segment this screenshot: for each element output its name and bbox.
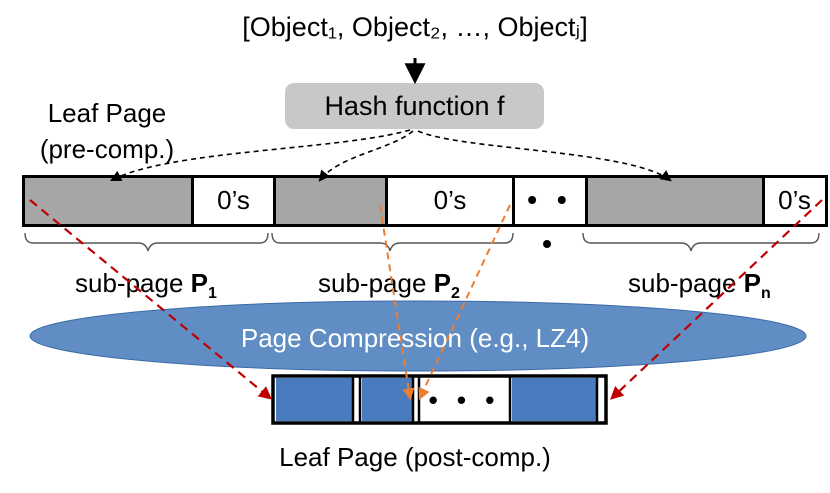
post-comp-ellipsis: • • • [428, 385, 501, 415]
subpage-1-zeros: 0’s [191, 178, 273, 224]
object-list: [Object₁, Object₂, …, Objectⱼ] [242, 12, 588, 42]
subpage-n-label: sub-page Pn [628, 268, 771, 309]
hash-arrow-subpage-n [417, 130, 672, 182]
leaf-page-pre-comp-label: Leaf Page (pre-comp.) [22, 95, 192, 167]
subpage-2-prefix: sub-page [318, 268, 434, 298]
subpage-2-index: 2 [451, 285, 460, 303]
subpage-n-name: P [743, 268, 761, 298]
subpage-n-index: n [761, 285, 771, 303]
hash-function-box: Hash function f [285, 83, 544, 129]
pre-comp-ellipsis: • • • [512, 178, 585, 259]
leaf-page-pre-comp-bar: 0’s 0’s • • • 0’s [22, 175, 828, 259]
hash-arrow-subpage-1 [110, 129, 411, 182]
compressed-subpage-1 [276, 378, 353, 421]
subpage-1-index: 1 [208, 285, 217, 303]
subpage-2-name: P [433, 268, 451, 298]
leaf-page-pre-title: Leaf Page [47, 98, 167, 128]
compressed-subpage-2 [362, 378, 412, 421]
subpage-n-prefix: sub-page [628, 268, 744, 298]
subpage-n-data [585, 178, 762, 224]
leaf-page-post-comp-label: Leaf Page (post-comp.) [279, 442, 551, 472]
orange-arrow-subpage-2-data [379, 204, 415, 401]
compressed-subpage-n [512, 378, 596, 421]
red-arrow-subpage-n [610, 199, 823, 400]
leaf-page-pre-subtitle: (pre-comp.) [39, 134, 175, 164]
subpage-2-zeros: 0’s [385, 178, 512, 224]
page-compression-label: Page Compression (e.g., LZ4) [240, 323, 590, 353]
subpage-2-data [273, 178, 385, 224]
subpage-1-data [25, 178, 191, 224]
subpage-2-brace [271, 232, 514, 252]
subpage-n-brace [582, 232, 820, 252]
subpage-1-label: sub-page P1 [75, 268, 217, 309]
subpage-1-name: P [190, 268, 208, 298]
subpage-2-label: sub-page P2 [318, 268, 460, 309]
hash-arrow-subpage-2 [318, 130, 414, 182]
page-compression-ellipse [30, 301, 806, 371]
subpage-1-prefix: sub-page [75, 268, 191, 298]
red-arrow-subpage-1 [29, 199, 273, 400]
subpage-n-zeros: 0’s [762, 178, 824, 224]
subpage-1-brace [24, 232, 269, 252]
